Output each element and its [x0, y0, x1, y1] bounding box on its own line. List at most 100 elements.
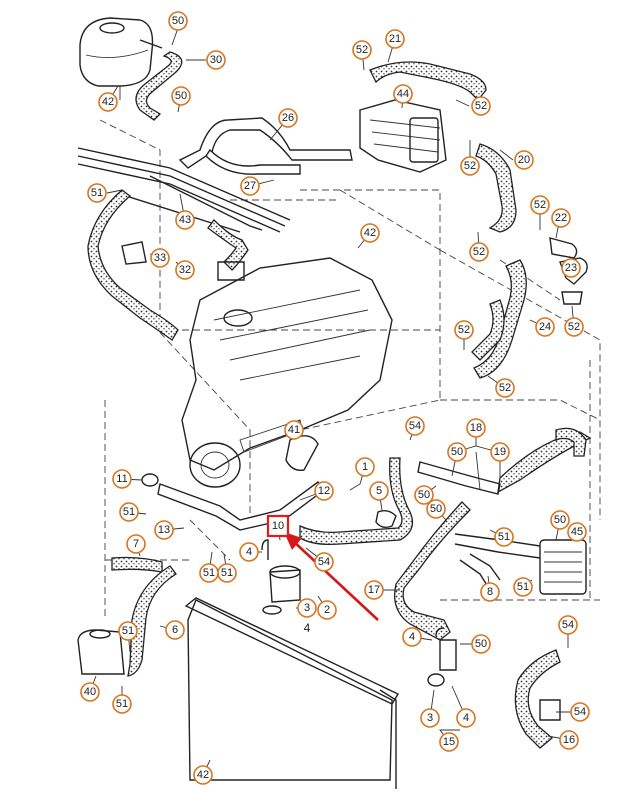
- callout-3[interactable]: 3: [420, 708, 440, 728]
- callout-23[interactable]: 23: [561, 258, 581, 278]
- callout-52[interactable]: 52: [471, 96, 491, 116]
- callout-52[interactable]: 52: [460, 156, 480, 176]
- hose-24: [471, 259, 527, 379]
- callout-54[interactable]: 54: [405, 416, 425, 436]
- callout-label: 50: [451, 446, 463, 458]
- callout-44[interactable]: 44: [393, 84, 413, 104]
- callout-54[interactable]: 54: [558, 615, 578, 635]
- highlighted-callout[interactable]: 10: [266, 514, 290, 538]
- callout-3[interactable]: 3: [297, 598, 317, 618]
- callout-52[interactable]: 52: [495, 378, 515, 398]
- callout-30[interactable]: 30: [206, 50, 226, 70]
- callout-ring: [87, 183, 107, 203]
- callout-label: 27: [244, 180, 256, 192]
- callout-33[interactable]: 33: [150, 248, 170, 268]
- callout-8[interactable]: 8: [480, 582, 500, 602]
- callout-4[interactable]: 4: [456, 708, 476, 728]
- callout-label: 4: [463, 712, 469, 724]
- callout-50[interactable]: 50: [471, 634, 491, 654]
- callout-ring: [297, 598, 317, 618]
- callout-42[interactable]: 42: [98, 92, 118, 112]
- callout-51[interactable]: 51: [513, 577, 533, 597]
- part-callouts: 5030422152445250262052275143524252223332…: [80, 11, 590, 785]
- fitting-15: [427, 627, 457, 687]
- callout-label: 50: [554, 514, 566, 526]
- callout-6[interactable]: 6: [165, 620, 185, 640]
- oil-thermostat-44: [359, 99, 447, 173]
- callout-label: 51: [122, 625, 134, 637]
- callout-16[interactable]: 16: [559, 730, 579, 750]
- callout-1[interactable]: 1: [355, 457, 375, 477]
- hose-left-33: [87, 189, 179, 341]
- callout-label: 51: [498, 531, 510, 543]
- callout-7[interactable]: 7: [126, 534, 146, 554]
- callout-26[interactable]: 26: [278, 108, 298, 128]
- callout-ring: [317, 600, 337, 620]
- callout-51[interactable]: 51: [118, 621, 138, 641]
- callout-label: 51: [517, 581, 529, 593]
- callout-ring: [471, 634, 491, 654]
- callout-50[interactable]: 50: [414, 485, 434, 505]
- callout-13[interactable]: 13: [154, 520, 174, 540]
- callout-40[interactable]: 40: [80, 682, 100, 702]
- callout-24[interactable]: 24: [535, 317, 555, 337]
- callout-50[interactable]: 50: [168, 11, 188, 31]
- callout-15[interactable]: 15: [439, 732, 459, 752]
- callout-19[interactable]: 19: [490, 442, 510, 462]
- callout-22[interactable]: 22: [551, 208, 571, 228]
- callout-51[interactable]: 51: [119, 502, 139, 522]
- callout-51[interactable]: 51: [217, 563, 237, 583]
- fitting-22-23: [549, 237, 588, 305]
- callout-label: 12: [318, 485, 330, 497]
- callout-52[interactable]: 52: [454, 320, 474, 340]
- callout-54[interactable]: 54: [570, 702, 590, 722]
- callout-ring: [240, 176, 260, 196]
- callout-54[interactable]: 54: [314, 552, 334, 572]
- callout-17[interactable]: 17: [364, 580, 384, 600]
- callout-51[interactable]: 51: [87, 183, 107, 203]
- callout-4[interactable]: 4: [402, 627, 422, 647]
- callout-50[interactable]: 50: [550, 510, 570, 530]
- callout-label: 51: [203, 567, 215, 579]
- callout-ring: [352, 40, 372, 60]
- callout-50[interactable]: 50: [426, 499, 446, 519]
- callout-32[interactable]: 32: [175, 260, 195, 280]
- callout-20[interactable]: 20: [514, 150, 534, 170]
- callout-52[interactable]: 52: [564, 317, 584, 337]
- callout-50[interactable]: 50: [447, 442, 467, 462]
- callout-41[interactable]: 41: [284, 420, 304, 440]
- callout-18[interactable]: 18: [466, 418, 486, 438]
- callout-ring: [570, 702, 590, 722]
- callout-27[interactable]: 27: [240, 176, 260, 196]
- callout-label: 43: [179, 214, 191, 226]
- callout-2[interactable]: 2: [317, 600, 337, 620]
- callout-ring: [495, 378, 515, 398]
- callout-50[interactable]: 50: [171, 86, 191, 106]
- callout-ring: [469, 242, 489, 262]
- callout-ring: [558, 615, 578, 635]
- callout-ring: [175, 260, 195, 280]
- callout-5[interactable]: 5: [369, 481, 389, 501]
- callout-43[interactable]: 43: [175, 210, 195, 230]
- callout-52[interactable]: 52: [469, 242, 489, 262]
- callout-51[interactable]: 51: [494, 527, 514, 547]
- callout-52[interactable]: 52: [530, 195, 550, 215]
- callout-51[interactable]: 51: [112, 694, 132, 714]
- callout-label: 42: [364, 227, 376, 239]
- callout-ring: [439, 732, 459, 752]
- callout-51[interactable]: 51: [199, 563, 219, 583]
- callout-11[interactable]: 11: [112, 469, 132, 489]
- callout-42[interactable]: 42: [360, 223, 380, 243]
- callout-42[interactable]: 42: [193, 765, 213, 785]
- callout-45[interactable]: 45: [567, 522, 587, 542]
- callout-ring: [193, 765, 213, 785]
- callout-4[interactable]: 4: [239, 542, 259, 562]
- callout-21[interactable]: 21: [385, 29, 405, 49]
- callout-52[interactable]: 52: [352, 40, 372, 60]
- callout-label: 19: [494, 446, 506, 458]
- callout-12[interactable]: 12: [314, 481, 334, 501]
- plain-labels: 143234: [304, 460, 470, 725]
- callout-label: 50: [475, 638, 487, 650]
- hose-16: [514, 649, 561, 749]
- callout-ring: [385, 29, 405, 49]
